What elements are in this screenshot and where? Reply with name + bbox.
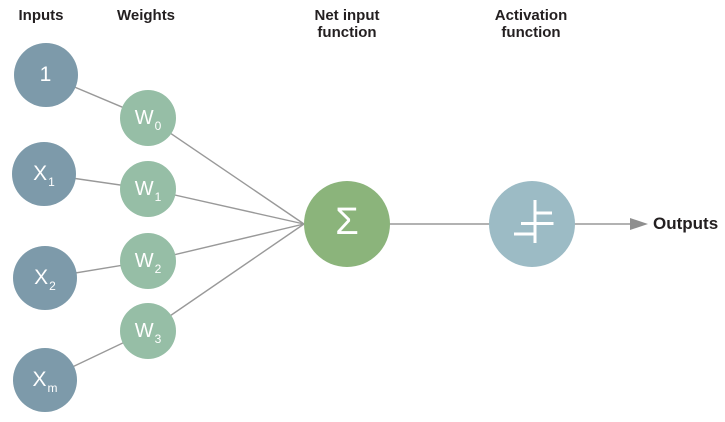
activation-node [489, 181, 575, 267]
header-weights: Weights [116, 7, 176, 24]
weight-node-w1-subscript: 1 [154, 190, 162, 204]
header-activation-function: Activation function [494, 7, 568, 41]
wire-w3-sum [147, 223, 305, 332]
weight-node-w0-label: W [134, 106, 154, 129]
sigma-symbol: Σ [335, 200, 359, 243]
input-node-bias-label: 1 [39, 63, 52, 86]
weight-node-w2-subscript: 2 [154, 262, 162, 276]
weight-node-w2-label: W [134, 249, 154, 272]
input-node-xm-subscript: m [47, 381, 58, 395]
weight-node-w1-label: W [134, 177, 154, 200]
input-node-bias: 1 [14, 43, 78, 107]
sum-node: Σ [304, 181, 390, 267]
header-net-input-function: Net input function [314, 7, 380, 41]
input-node-x2-subscript: 2 [49, 279, 56, 293]
input-node-xm-label: X [32, 368, 47, 391]
wire-w0-sum [147, 117, 305, 225]
weight-node-w3-label: W [134, 319, 154, 342]
input-node-x1-subscript: 1 [48, 175, 55, 189]
weight-node-w3-subscript: 3 [154, 332, 162, 346]
outputs-label: Outputs [653, 214, 719, 233]
step-function-icon [514, 200, 554, 243]
weight-node-w0-subscript: 0 [154, 119, 162, 133]
header-inputs: Inputs [18, 7, 64, 24]
input-node-x1-label: X [33, 162, 48, 185]
arrowhead-icon [630, 218, 648, 230]
input-node-x2-label: X [34, 266, 49, 289]
